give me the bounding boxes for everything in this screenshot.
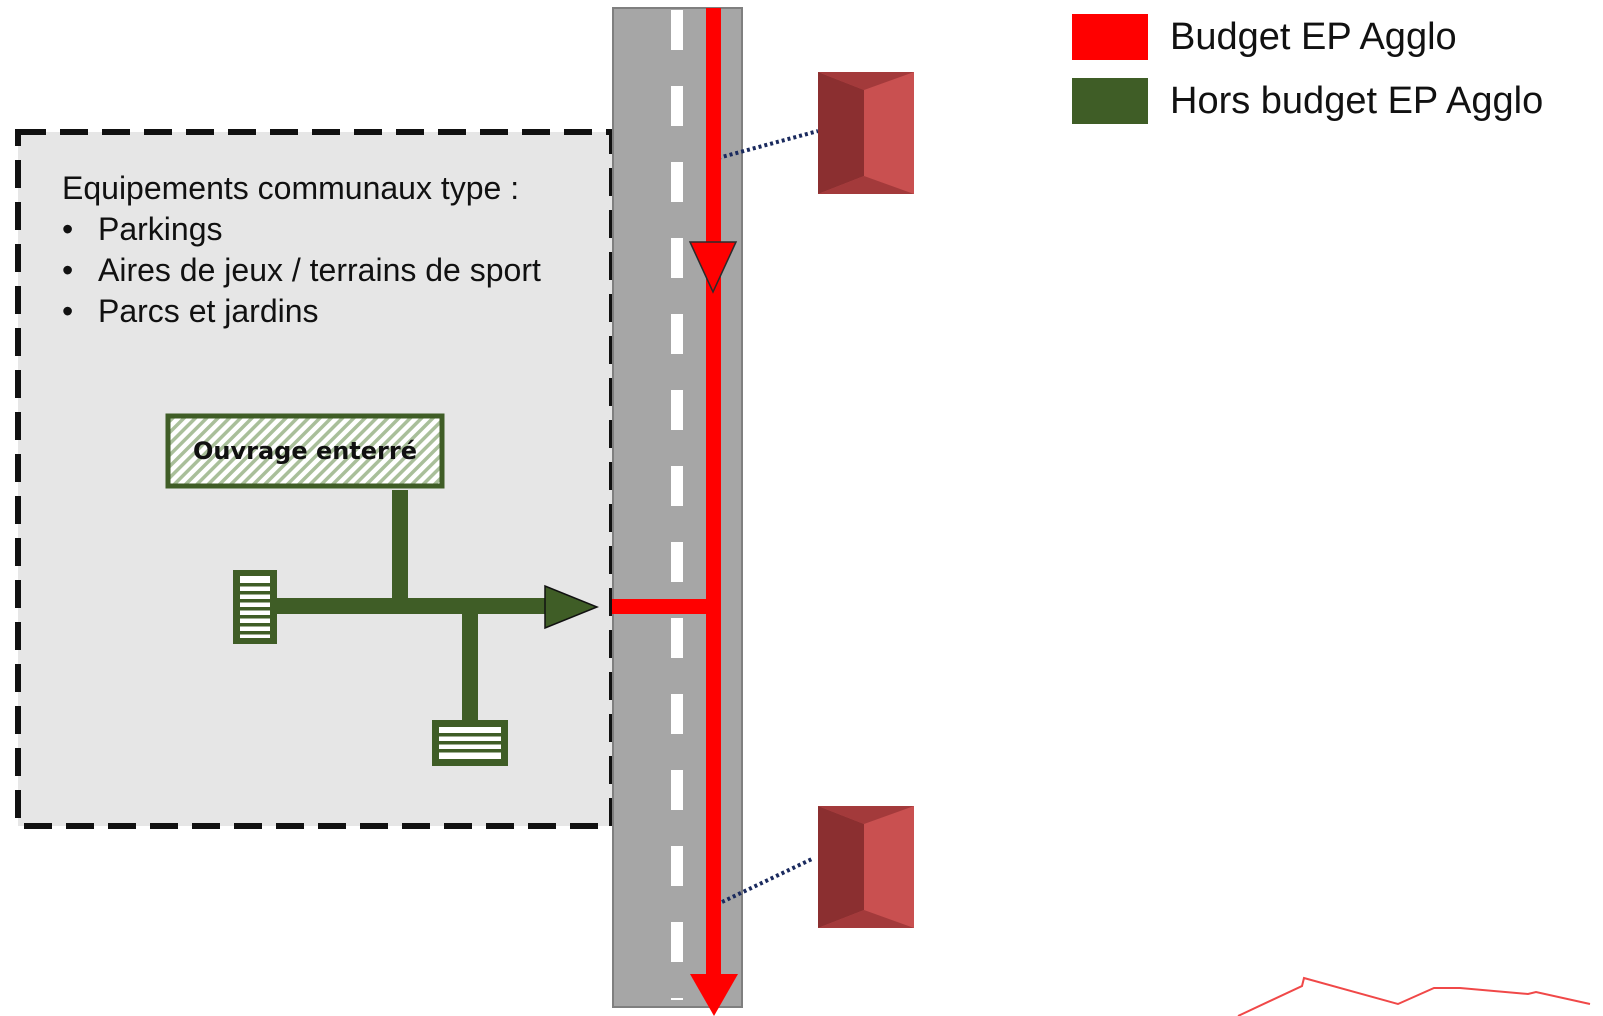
ouvrage-label: Ouvrage enterré [192, 437, 418, 465]
secondary-network [165, 413, 600, 766]
equipment-description: Equipements communaux type : Parkings Ai… [62, 168, 541, 332]
legend-item-budget: Budget EP Agglo [1072, 14, 1543, 60]
equipment-list: Parkings Aires de jeux / terrains de spo… [62, 209, 541, 332]
main-pipe-budget [612, 8, 738, 1016]
equipment-item-parkings: Parkings [62, 209, 541, 250]
equipment-item-parcs: Parcs et jardins [62, 291, 541, 332]
road [612, 7, 743, 1008]
house-icon [818, 806, 914, 928]
ouvrage-box [165, 413, 445, 489]
grate-icon [233, 570, 277, 644]
legend-label-hors-budget: Hors budget EP Agglo [1170, 79, 1544, 122]
legend: Budget EP Agglo Hors budget EP Agglo [1072, 14, 1543, 142]
flow-arrow-icon [688, 241, 738, 294]
legend-label-budget: Budget EP Agglo [1170, 15, 1457, 58]
house-connection-top [717, 129, 819, 160]
equipment-heading: Equipements communaux type : [62, 170, 520, 206]
house-icon [818, 72, 914, 194]
legend-swatch-hors-budget [1072, 78, 1148, 124]
outlet-arrow-icon [690, 974, 738, 1016]
red-branch-pipe [612, 599, 714, 614]
grate-icon [432, 720, 508, 766]
legend-swatch-budget [1072, 14, 1148, 60]
decorative-line [1237, 976, 1591, 1016]
legend-item-hors-budget: Hors budget EP Agglo [1072, 78, 1543, 124]
flow-arrow-icon [544, 584, 600, 630]
equipment-item-sport: Aires de jeux / terrains de sport [62, 250, 541, 291]
house-connection-bottom [721, 856, 815, 904]
